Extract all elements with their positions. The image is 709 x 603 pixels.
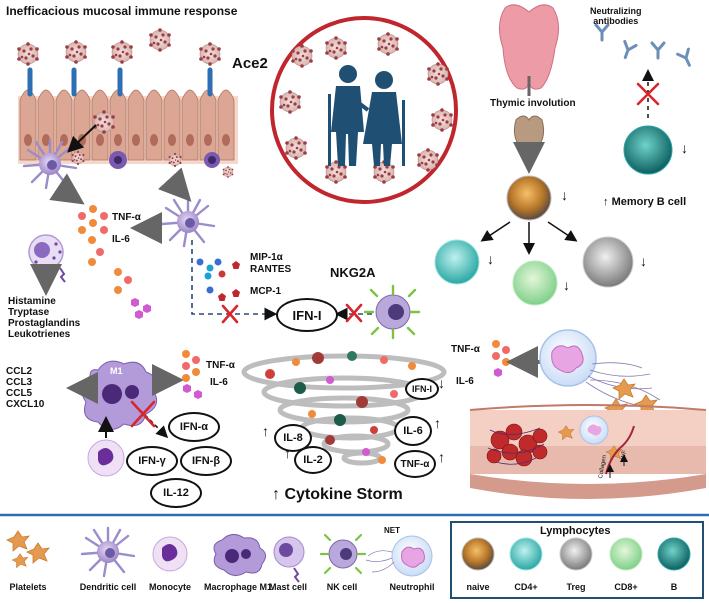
legend-b: B <box>670 582 678 592</box>
ifn-gamma-oval: IFN-γ <box>126 446 178 476</box>
chemokine-dots <box>196 258 240 301</box>
ifn-alpha-oval: IFN-α <box>168 412 220 442</box>
legend-neutrophil: Neutrophil <box>389 582 435 592</box>
il12-oval: IL-12 <box>150 478 202 508</box>
elderly-circle <box>270 16 458 204</box>
m1-chemokines-list: CCL2 CCL3 CCL5 CXCL10 <box>6 366 44 410</box>
macrophage-panel <box>66 350 202 477</box>
neutralizing-antibodies-label: Neutralizing antibodies <box>590 6 642 26</box>
legend-cd8: CD8+ <box>614 582 638 592</box>
storm-tnf-arrow: ↑ <box>438 449 445 465</box>
neutralizing-line-2: antibodies <box>593 16 639 26</box>
ifn-beta-oval: IFN-β <box>180 446 232 476</box>
thymic-involution-label: Thymic involution <box>490 98 576 109</box>
chemokine-rantes: RANTES <box>250 264 292 275</box>
mast-mediators-list: Histamine Tryptase Prostaglandins Leukot… <box>8 296 80 340</box>
il6-label-top: IL-6 <box>112 234 130 245</box>
storm-il2-arrow: ↑ <box>284 445 291 461</box>
cd4-down-arrow: ↓ <box>487 251 494 267</box>
legend-cd4: CD4+ <box>514 582 538 592</box>
tnf-alpha-label-top: TNF-α <box>112 212 141 223</box>
tnf-alpha-label-right: TNF-α <box>451 344 480 355</box>
ace2-label: Ace2 <box>232 55 268 72</box>
legend-nk-cell: NK cell <box>326 582 358 592</box>
legend-platelets: Platelets <box>9 582 47 592</box>
chemokine-ccl5: CCL5 <box>6 388 33 399</box>
chemokine-ccl3: CCL3 <box>6 377 33 388</box>
storm-up-arrow: ↑ <box>272 486 285 503</box>
storm-il6-arrow: ↑ <box>434 415 441 431</box>
chemokine-ccl2: CCL2 <box>6 366 33 377</box>
neutralizing-line-1: Neutralizing <box>590 6 642 16</box>
storm-il8-oval: IL-8 <box>274 424 312 452</box>
mediator-prostaglandins: Prostaglandins <box>8 318 81 329</box>
m1-label: M1 <box>110 366 123 376</box>
mediator-histamine: Histamine <box>8 296 56 307</box>
legend-treg: Treg <box>566 582 586 592</box>
nk-cell-main <box>363 284 421 340</box>
neutrophil-net-panel <box>469 329 707 499</box>
mediator-leukotrienes: Leukotrienes <box>8 329 71 340</box>
legend-monocyte: Monocyte <box>148 582 191 592</box>
storm-tnf-oval: TNF-α <box>394 450 436 478</box>
legend-net-label: NET <box>384 526 400 535</box>
legend-icons <box>6 526 691 583</box>
legend-macrophage-m1: Macrophage M1 <box>203 582 272 592</box>
storm-ifn-i-oval: IFN-I <box>405 378 439 400</box>
treg-down-arrow: ↓ <box>640 253 647 269</box>
storm-il6-oval: IL-6 <box>394 416 432 446</box>
chemokine-mip1a: MIP-1α <box>250 252 283 263</box>
storm-il8-arrow: ↑ <box>262 423 269 439</box>
memory-b-down-arrow: ↓ <box>681 140 688 156</box>
tnf-alpha-label-m1: TNF-α <box>206 360 235 371</box>
panel-title: Inefficacious mucosal immune response <box>6 4 238 18</box>
mast-cell-left <box>28 234 66 296</box>
il6-label-m1: IL-6 <box>210 377 228 388</box>
chemokine-mcp1: MCP-1 <box>250 286 282 297</box>
memory-b-text: Memory B cell <box>611 196 687 208</box>
ifn-i-oval: IFN-I <box>276 298 338 332</box>
thymus-panel <box>434 4 697 306</box>
cd8-down-arrow: ↓ <box>563 277 570 293</box>
nkg2a-label: NKG2A <box>330 265 376 280</box>
naive-down-arrow: ↓ <box>561 187 568 203</box>
legend-dendritic-cell: Dendritic cell <box>79 582 137 592</box>
chemokine-cxcl10: CXCL10 <box>6 399 45 410</box>
cytokine-storm-title: ↑ Cytokine Storm <box>272 486 403 504</box>
cytokine-dots-topleft <box>78 205 151 319</box>
storm-ifn-i-arrow: ↓ <box>438 375 445 391</box>
legend-naive: naive <box>466 582 490 592</box>
mediator-tryptase: Tryptase <box>8 307 50 318</box>
memory-b-label: ↑ Memory B cell <box>603 196 686 208</box>
storm-title-text: Cytokine Storm <box>284 486 403 503</box>
il6-label-right: IL-6 <box>456 376 474 387</box>
storm-dots <box>265 351 416 464</box>
lymphocytes-title: Lymphocytes <box>540 525 611 537</box>
memory-b-up-arrow: ↑ <box>603 196 612 208</box>
epithelium-panel <box>16 27 238 190</box>
storm-il2-oval: IL-2 <box>294 446 332 474</box>
legend-mast-cell: Mast cell <box>268 582 308 592</box>
